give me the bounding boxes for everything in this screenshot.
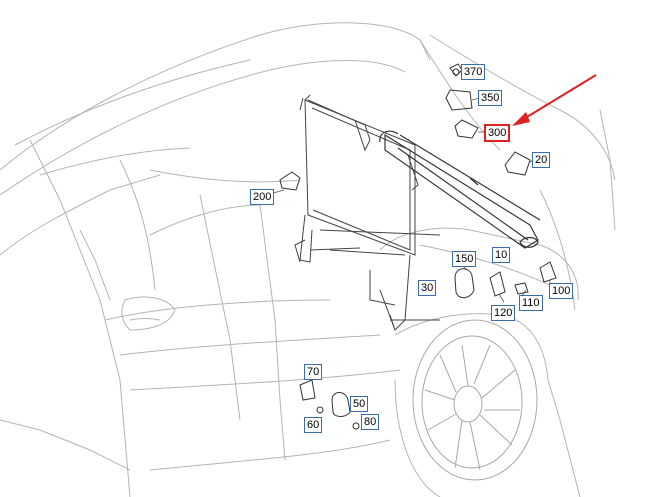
- callout-120[interactable]: 120: [491, 305, 516, 321]
- cargo-partition-net: [294, 94, 441, 331]
- callout-110[interactable]: 110: [519, 295, 543, 311]
- cargo-cover-roller: [379, 130, 541, 249]
- callout-50[interactable]: 50: [350, 396, 369, 412]
- callout-100[interactable]: 100: [549, 283, 574, 299]
- callout-10[interactable]: 10: [492, 247, 511, 263]
- callout-300[interactable]: 300: [484, 124, 511, 142]
- rear-wheel: [412, 319, 538, 481]
- callout-350[interactable]: 350: [478, 90, 503, 106]
- callout-30[interactable]: 30: [418, 280, 437, 296]
- callout-150[interactable]: 150: [452, 251, 477, 267]
- highlight-arrow: [512, 74, 597, 126]
- callout-370[interactable]: 370: [461, 64, 486, 80]
- callout-20[interactable]: 20: [532, 152, 551, 168]
- callout-70[interactable]: 70: [304, 364, 323, 380]
- callout-80[interactable]: 80: [361, 414, 380, 430]
- callout-200[interactable]: 200: [250, 189, 275, 205]
- callout-60[interactable]: 60: [304, 417, 323, 433]
- small-parts: [279, 63, 557, 430]
